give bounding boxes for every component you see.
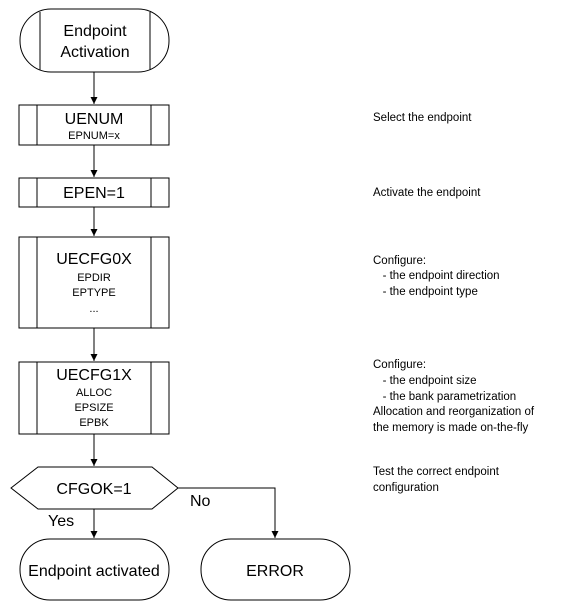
uenum-process: UENUM EPNUM=x	[18, 104, 170, 146]
error-label: ERROR	[246, 563, 304, 580]
start-label-line1: Endpoint	[63, 23, 127, 40]
decision-label: CFGOK=1	[56, 481, 131, 498]
note-activate-line-1: Activate the endpoint	[373, 187, 481, 199]
note-test: Test the correct endpoint configuration	[373, 466, 500, 494]
uecfg1x-sub-2: EPSIZE	[74, 402, 113, 414]
uecfg0x-title: UECFG0X	[56, 251, 132, 268]
note-activate: Activate the endpoint	[373, 187, 481, 199]
uenum-sub-1: EPNUM=x	[68, 130, 120, 142]
note-configure1: Configure: - the endpoint size - the ban…	[373, 359, 535, 434]
note-configure0-line-2: - the endpoint direction	[373, 270, 500, 282]
note-configure0-line-1: Configure:	[373, 255, 426, 267]
uecfg1x-process: UECFG1X ALLOC EPSIZE EPBK	[18, 361, 170, 435]
note-configure1-line-1: Configure:	[373, 359, 426, 371]
epen-title: EPEN=1	[63, 185, 125, 202]
edge-decision-error	[178, 487, 279, 538]
activated-label: Endpoint activated	[28, 563, 160, 580]
note-test-line-1: Test the correct endpoint	[373, 466, 500, 478]
note-select-line-1: Select the endpoint	[373, 112, 472, 124]
uecfg0x-sub-3: ...	[89, 303, 98, 315]
no-label: No	[190, 493, 211, 510]
note-configure0: Configure: - the endpoint direction - th…	[373, 255, 500, 298]
note-select: Select the endpoint	[373, 112, 472, 124]
activated-terminator: Endpoint activated	[19, 538, 170, 601]
uecfg1x-sub-3: EPBK	[79, 417, 109, 429]
start-terminator: Endpoint Activation	[19, 8, 170, 73]
uenum-title: UENUM	[65, 111, 124, 128]
uecfg1x-title: UECFG1X	[56, 367, 132, 384]
uecfg0x-process: UECFG0X EPDIR EPTYPE ...	[18, 236, 170, 329]
uecfg1x-sub-1: ALLOC	[76, 387, 112, 399]
note-configure1-line-3: - the bank parametrization	[373, 391, 516, 403]
uecfg0x-sub-2: EPTYPE	[72, 287, 115, 299]
uecfg0x-sub-1: EPDIR	[77, 272, 111, 284]
note-configure1-line-2: - the endpoint size	[373, 375, 477, 387]
epen-process: EPEN=1	[18, 177, 170, 208]
error-terminator: ERROR	[200, 538, 351, 601]
yes-label: Yes	[48, 513, 74, 530]
note-configure1-line-4: Allocation and reorganization of	[373, 406, 535, 418]
note-configure0-line-3: - the endpoint type	[373, 286, 478, 298]
cfgok-decision: CFGOK=1	[10, 466, 179, 510]
note-test-line-2: configuration	[373, 482, 439, 494]
start-label-line2: Activation	[60, 44, 129, 61]
note-configure1-line-5: the memory is made on-the-fly	[373, 422, 529, 434]
